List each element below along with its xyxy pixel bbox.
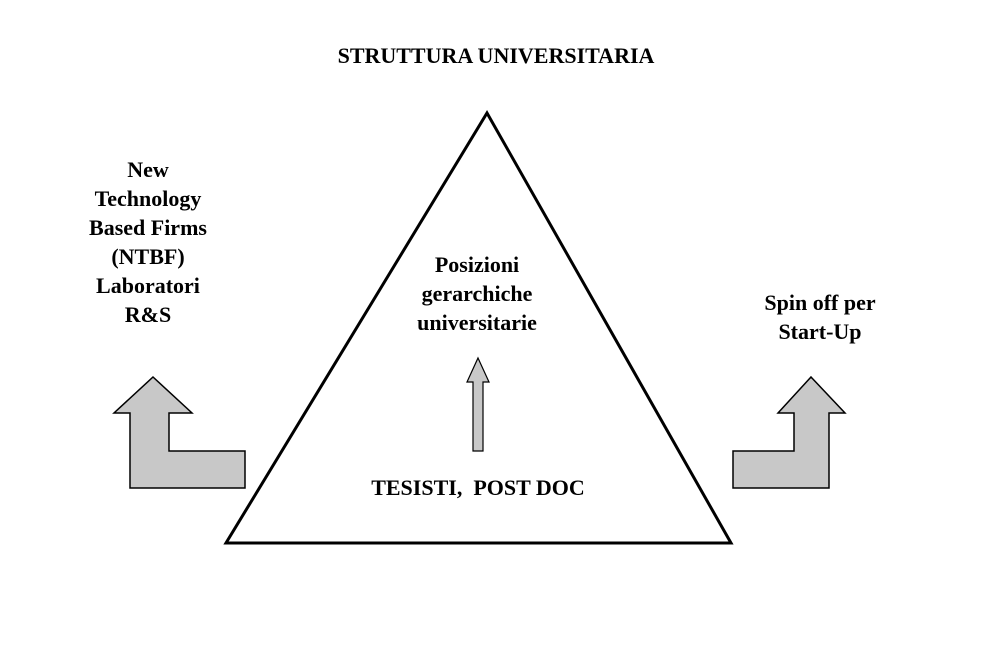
pyramid-base-label: TESISTI, POST DOC	[371, 475, 585, 500]
left-label-line: Technology	[94, 186, 202, 211]
pyramid-top-label: Posizioni gerarchiche universitarie	[377, 250, 577, 337]
diagram-title: STRUTTURA UNIVERSITARIA	[337, 43, 655, 68]
pyramid-top-label-line: universitarie	[417, 310, 537, 335]
left-label-line: R&S	[124, 302, 172, 327]
right-label-line: Start-Up	[778, 319, 862, 344]
left-label-block: New Technology Based Firms (NTBF) Labora…	[58, 155, 238, 329]
right-turn-arrow	[732, 375, 847, 489]
pyramid-top-label-line: Posizioni	[434, 252, 520, 277]
left-label-line: Laboratori	[96, 273, 200, 298]
pyramid-triangle	[223, 110, 734, 545]
right-label-block: Spin off per Start-Up	[740, 288, 900, 346]
left-label-line: Based Firms	[89, 215, 207, 240]
right-label-line: Spin off per	[764, 290, 876, 315]
internal-up-arrow	[466, 356, 490, 452]
left-label-line: (NTBF)	[111, 244, 185, 269]
pyramid-top-label-line: gerarchiche	[421, 281, 533, 306]
left-turn-arrow	[112, 375, 246, 489]
left-label-line: New	[127, 157, 169, 182]
